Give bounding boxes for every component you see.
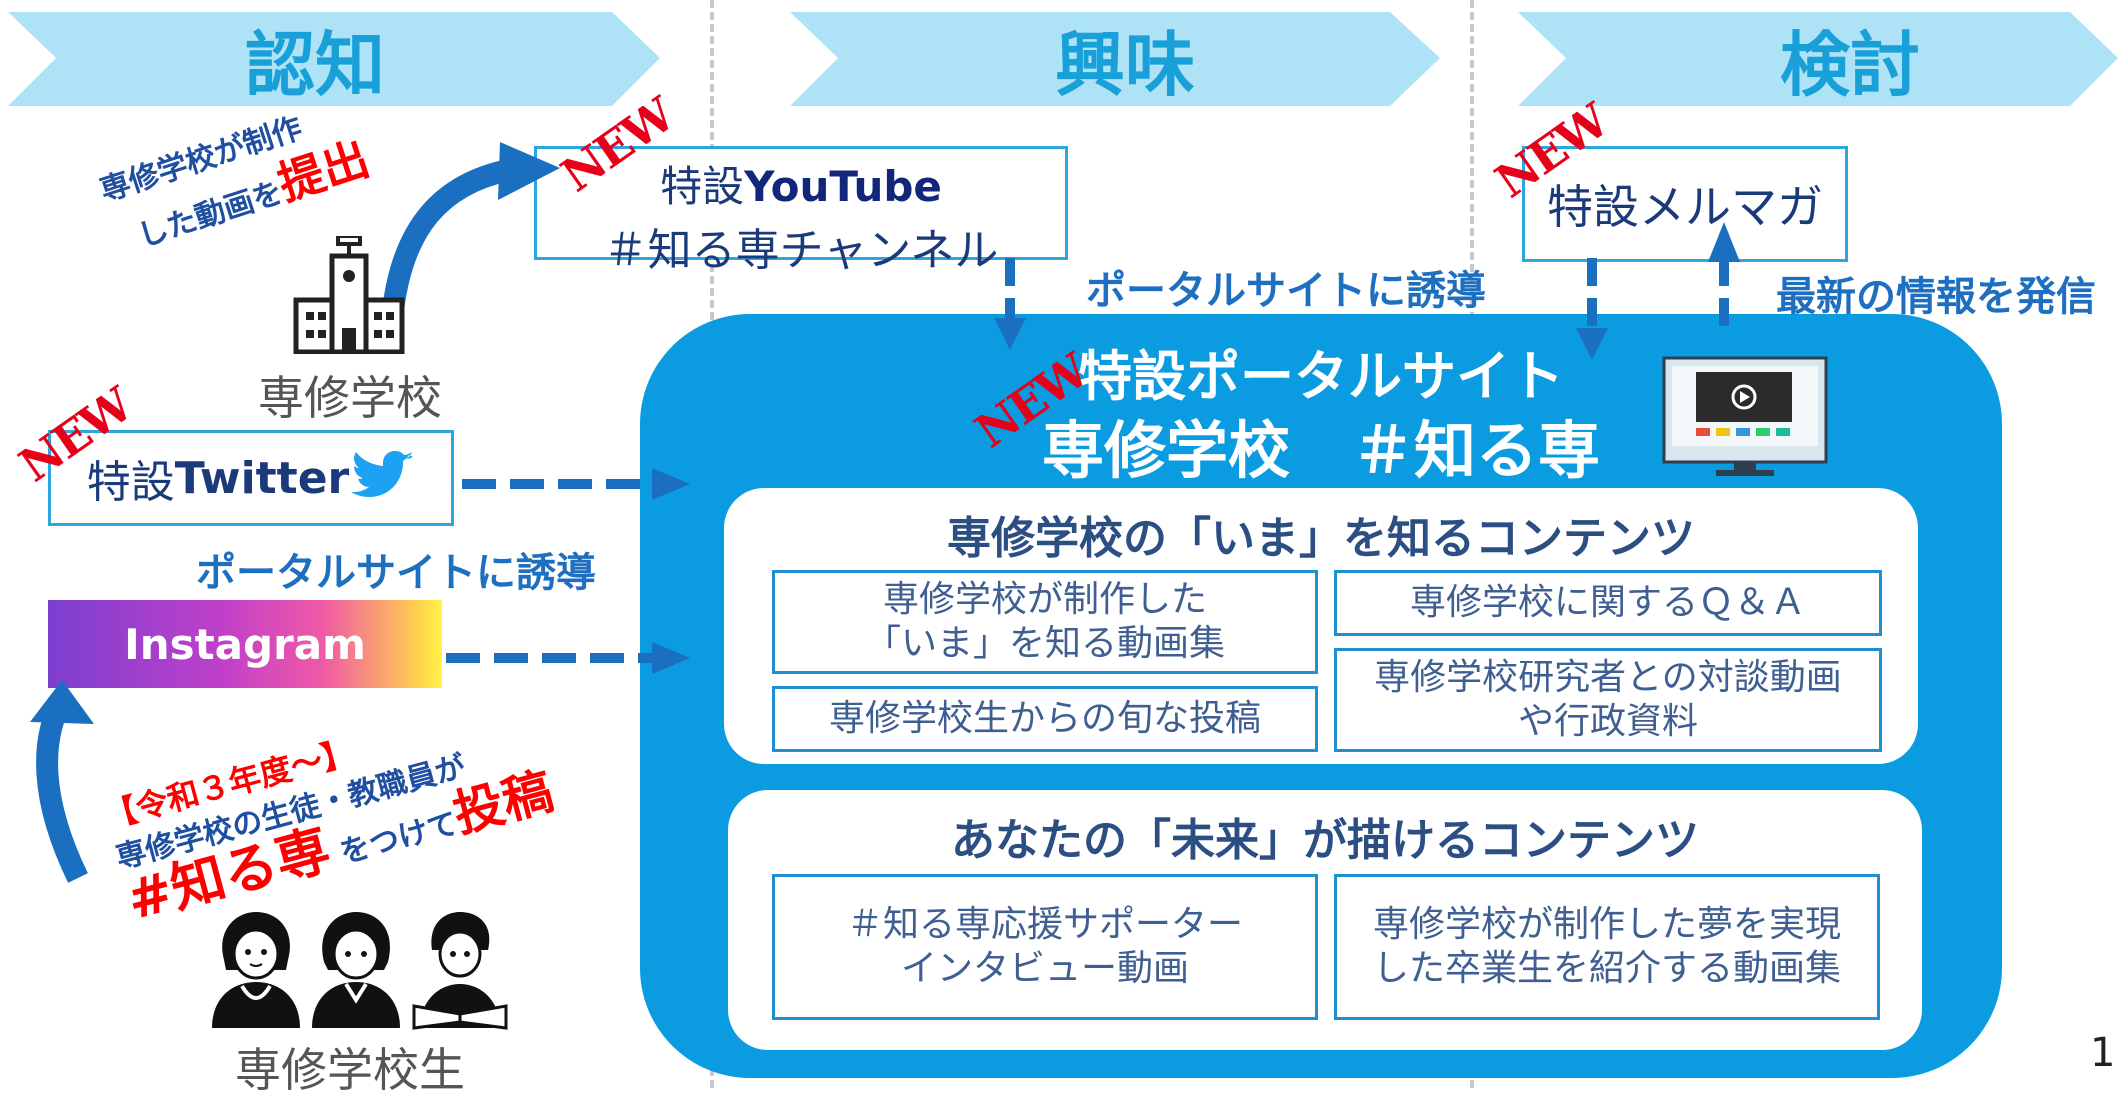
stage-label-consideration: 検討 <box>1780 23 1920 106</box>
arrowhead-twitter <box>652 468 690 500</box>
stage-banners <box>8 12 2118 106</box>
stage-label-awareness: 認知 <box>245 23 385 106</box>
section-future-title: あなたの「未来」が描けるコンテンツ <box>951 815 1699 866</box>
twitter-brand: Twitter <box>174 452 350 504</box>
stage-banner-consideration <box>1518 12 2118 106</box>
monitor-video-icon <box>1662 356 1828 476</box>
arrowhead-school-to-youtube <box>498 142 560 200</box>
students-caption: 専修学校生 <box>235 1043 465 1097</box>
content-text: ＃知る専応援サポーター <box>846 904 1243 945</box>
mail-magazine-box: 特設メルマガ <box>1522 146 1848 262</box>
twitter-bird-icon <box>351 451 414 497</box>
youtube-brand: YouTube <box>744 162 942 211</box>
content-box-student-posts: 専修学校生からの旬な投稿 <box>772 686 1318 752</box>
school-building-icon <box>293 236 405 354</box>
content-text: インタビュー動画 <box>900 948 1189 989</box>
arrowhead-instagram <box>652 642 690 674</box>
students-teachers-icon <box>212 912 508 1030</box>
content-text: 専修学校が制作した <box>882 579 1207 620</box>
instagram-box: Instagram <box>48 600 442 688</box>
twitter-prefix: 特設 <box>86 457 175 508</box>
stage-banner-awareness <box>8 12 660 106</box>
content-box-graduates: 専修学校が制作した夢を実現した卒業生を紹介する動画集 <box>1334 874 1880 1020</box>
guide-to-portal-left: ポータルサイトに誘導 <box>196 550 596 596</box>
arrow-students-to-instagram <box>36 694 88 883</box>
portal-title-line2: 専修学校 ＃知る専 <box>1041 414 1600 487</box>
content-text: 専修学校が制作した夢を実現 <box>1372 904 1841 945</box>
person-female-icon <box>212 912 300 1028</box>
content-box-research: 専修学校研究者との対談動画や行政資料 <box>1334 648 1882 752</box>
guide-to-portal-top: ポータルサイトに誘導 <box>1086 268 1486 314</box>
content-text: 専修学校研究者との対談動画 <box>1374 657 1842 698</box>
content-text: 専修学校生からの旬な投稿 <box>828 698 1261 739</box>
arrowhead-youtube <box>994 318 1026 350</box>
arrow-school-to-youtube <box>381 157 522 321</box>
content-box-now-videos: 専修学校が制作した「いま」を知る動画集 <box>772 570 1318 674</box>
person-student-icon <box>312 912 400 1028</box>
school-caption: 専修学校 <box>258 371 442 425</box>
content-text: 「いま」を知る動画集 <box>864 623 1225 664</box>
youtube-prefix: 特設 <box>660 162 745 211</box>
youtube-channel-box: 特設YouTube ＃知る専チャンネル <box>534 146 1068 276</box>
stage-banner-interest <box>790 12 1440 106</box>
portal-title-line1: 特設ポータルサイト <box>1078 345 1564 408</box>
content-text: した卒業生を紹介する動画集 <box>1372 948 1841 989</box>
content-text: や行政資料 <box>1517 701 1698 742</box>
content-text: 専修学校に関するＱ＆Ａ <box>1409 582 1806 623</box>
arrowhead-mailmag <box>1708 222 1740 262</box>
page-number: 1 <box>2090 1030 2116 1076</box>
person-reading-icon <box>412 912 508 1030</box>
content-box-qa: 専修学校に関するＱ＆Ａ <box>1334 570 1882 636</box>
content-box-supporter-interviews: ＃知る専応援サポーターインタビュー動画 <box>772 874 1318 1020</box>
stage-label-interest: 興味 <box>1055 23 1195 106</box>
arrowhead-students-to-instagram <box>30 680 94 724</box>
section-now-title: 専修学校の「いま」を知るコンテンツ <box>947 513 1695 564</box>
latest-info-label: 最新の情報を発信 <box>1776 274 2096 320</box>
arrowhead-portal <box>1576 328 1608 360</box>
youtube-channel-name: ＃知る専チャンネル <box>603 225 999 276</box>
